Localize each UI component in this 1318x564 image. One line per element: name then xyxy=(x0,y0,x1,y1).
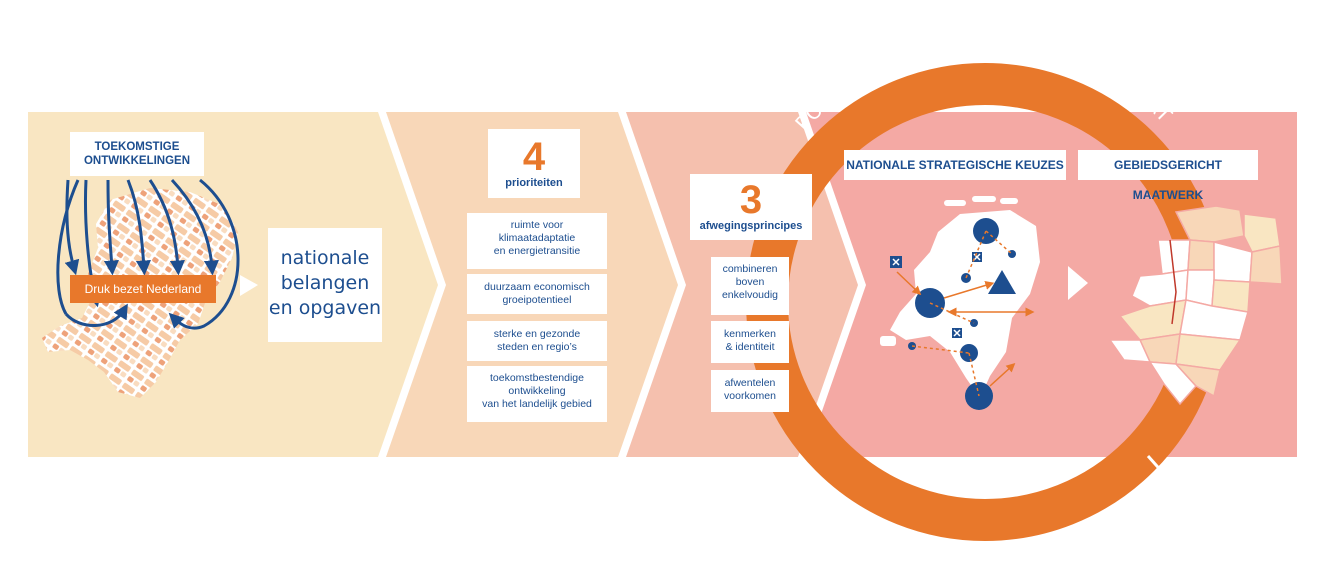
keuzes-label: NATIONALE STRATEGISCHE KEUZES xyxy=(846,158,1064,172)
development-arrows xyxy=(56,178,240,330)
prioriteit-1-l3: en energietransitie xyxy=(493,245,581,257)
principes-number: 3 xyxy=(739,178,763,222)
prioriteiten-header: 4 prioriteiten xyxy=(488,129,580,198)
prioriteit-item-1: ruimte voor klimaatadaptatie en energiet… xyxy=(467,213,607,269)
prioriteiten-number: 4 xyxy=(522,135,546,179)
principes-label: afwegingsprincipes xyxy=(699,220,803,232)
nationale-box: nationale belangen en opgaven xyxy=(268,228,382,342)
principe-3-l2: voorkomen xyxy=(724,390,776,402)
nl-map-middle xyxy=(890,210,1040,398)
toekomst-box: TOEKOMSTIGE ONTWIKKELINGEN xyxy=(70,132,204,176)
prioriteit-3-l1: sterke en gezonde xyxy=(493,328,581,340)
prioriteit-3-l2: steden en regio’s xyxy=(497,341,577,353)
principe-item-1: combineren boven enkelvoudig xyxy=(711,257,789,315)
ring-notch-left xyxy=(794,103,810,129)
maatwerk-label: GEBIEDSGERICHT MAATWERK xyxy=(1113,158,1222,202)
druk-box: Druk bezet Nederland xyxy=(70,275,216,303)
nationale-line1: nationale xyxy=(280,247,370,269)
nationale-line3: en opgaven xyxy=(268,297,382,319)
prioriteit-4-l1: toekomstbestendige xyxy=(490,372,584,384)
principe-item-2: kenmerken & identiteit xyxy=(711,321,789,363)
prioriteit-1-l2: klimaatadaptatie xyxy=(498,232,576,244)
prioriteit-4-l2: ontwikkeling xyxy=(508,385,566,397)
principe-item-3: afwentelen voorkomen xyxy=(711,370,789,412)
principe-2-l2: & identiteit xyxy=(725,341,775,353)
maatwerk-header: GEBIEDSGERICHT MAATWERK xyxy=(1078,150,1258,202)
prioriteiten-label: prioriteiten xyxy=(505,177,563,189)
principe-1-l3: enkelvoudig xyxy=(721,289,779,301)
principe-1-l2: boven xyxy=(735,276,765,288)
arrow-to-belangen xyxy=(240,275,258,296)
nationale-line2: belangen xyxy=(280,272,370,294)
arrow-to-maatwerk xyxy=(1068,266,1088,300)
strategy-links xyxy=(896,230,1035,397)
prioriteit-2-l2: groeipotentieel xyxy=(502,294,572,306)
principes-header: 3 afwegingsprincipes xyxy=(690,174,812,240)
principe-2-l1: kenmerken xyxy=(724,328,776,340)
prioriteit-item-2: duurzaam economisch groeipotentieel xyxy=(467,274,607,314)
keuzes-header: NATIONALE STRATEGISCHE KEUZES xyxy=(844,150,1066,180)
prioriteit-1-l1: ruimte voor xyxy=(510,219,564,231)
toekomst-line2: ONTWIKKELINGEN xyxy=(83,155,191,167)
prioriteit-4-l3: van het landelijk gebied xyxy=(482,398,592,410)
nl-islands-middle xyxy=(880,196,1018,346)
principe-3-l1: afwentelen xyxy=(724,377,776,389)
toekomst-line1: TOEKOMSTIGE xyxy=(94,141,180,153)
prioriteit-item-3: sterke en gezonde steden en regio’s xyxy=(467,321,607,361)
prioriteit-2-l1: duurzaam economisch xyxy=(484,281,590,293)
ring-notch-right xyxy=(1146,455,1166,475)
nl-map-regions xyxy=(1108,205,1283,406)
druk-label: Druk bezet Nederland xyxy=(84,282,202,296)
prioriteit-item-4: toekomstbestendige ontwikkeling van het … xyxy=(467,366,607,422)
principe-1-l1: combineren xyxy=(722,263,778,275)
region-border xyxy=(1169,239,1177,325)
